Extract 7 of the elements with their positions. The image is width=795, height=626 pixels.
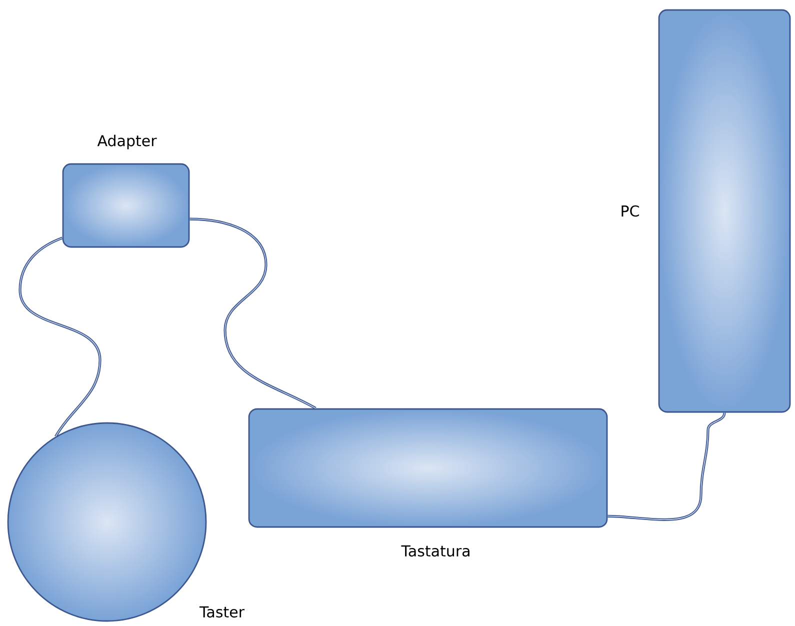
cable <box>189 218 316 410</box>
node-label: Adapter <box>97 134 157 150</box>
node-label: PC <box>622 205 639 217</box>
cable <box>18 236 102 438</box>
cable <box>607 412 726 521</box>
node-label: Tastatura <box>401 545 470 557</box>
node-label: Taster <box>199 606 244 618</box>
